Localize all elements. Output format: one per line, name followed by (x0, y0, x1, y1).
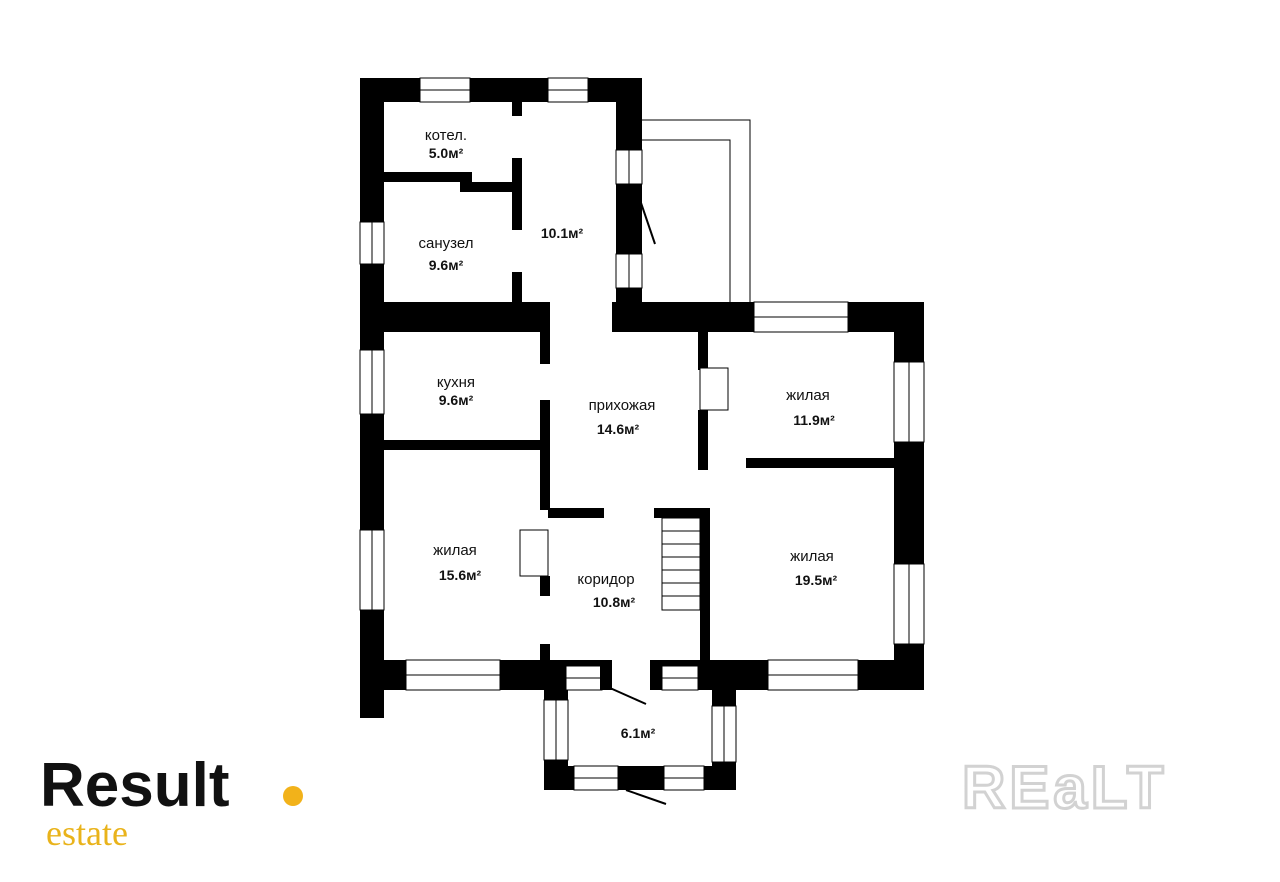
room-boiler-area: 5.0м² (429, 145, 464, 161)
door-swings (609, 199, 667, 805)
room-living-se-area: 19.5м² (795, 572, 838, 588)
terrace-outline (642, 119, 751, 302)
stove-lower (519, 529, 549, 577)
room-living-w-area: 15.6м² (439, 567, 482, 583)
room-porch-area: 6.1м² (621, 725, 656, 741)
realt-watermark: REaLT (962, 754, 1168, 821)
room-kitchen-name: кухня (437, 374, 475, 391)
porch-door-gap (612, 660, 652, 690)
room-vestibule-area: 10.1м² (541, 225, 584, 241)
room-living-ne-area: 11.9м² (793, 412, 835, 428)
logo-dot (283, 786, 303, 806)
porch-door-post-left (600, 660, 612, 690)
room-living-ne-name: жилая (786, 387, 830, 404)
porch-door-post-right (650, 660, 662, 690)
logo-word: Result (40, 751, 229, 820)
room-corridor-area: 10.8м² (593, 594, 636, 610)
room-kitchen-area: 9.6м² (439, 392, 474, 408)
windows (359, 77, 925, 791)
room-corridor-name: коридор (577, 571, 634, 588)
room-living-se-name: жилая (790, 548, 834, 565)
room-hall-name: прихожая (589, 397, 656, 414)
room-bathroom-name: санузел (419, 235, 474, 252)
result-estate-logo: Result estate (40, 751, 303, 853)
stairs (661, 517, 701, 611)
stove-upper (699, 367, 729, 411)
room-hall-area: 14.6м² (597, 421, 640, 437)
room-boiler-name: котел. (425, 127, 467, 144)
room-living-w-name: жилая (433, 542, 477, 559)
room-bathroom-area: 9.6м² (429, 257, 464, 273)
logo-sub: estate (46, 813, 128, 853)
